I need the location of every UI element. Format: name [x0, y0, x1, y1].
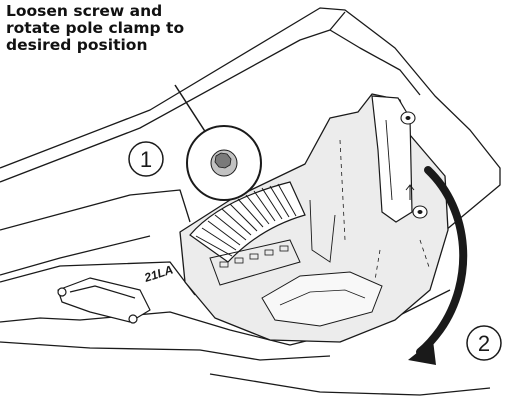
- rotation-arrowhead-icon: [408, 340, 436, 365]
- caption-line-1: Loosen screw and: [6, 2, 163, 20]
- pole-clamp-lever: [57, 277, 151, 324]
- instruction-caption: Loosen screw and rotate pole clamp to de…: [6, 3, 306, 54]
- step-1-marker: 1: [128, 141, 164, 177]
- pole-clamp: [179, 93, 449, 343]
- screw-detail-magnifier: [186, 125, 262, 201]
- housing-body: [0, 7, 501, 396]
- step-1-number: 1: [140, 147, 152, 172]
- part-marking-label: 21LA: [142, 262, 175, 285]
- step-2-marker: 2: [466, 325, 502, 361]
- caption-line-3: desired position: [6, 36, 148, 54]
- screw-icon: [214, 152, 232, 169]
- serrated-gear: [189, 181, 306, 286]
- caption-line-2: rotate pole clamp to: [6, 19, 185, 37]
- step-2-number: 2: [478, 331, 490, 356]
- callout-leader-line: [174, 84, 209, 137]
